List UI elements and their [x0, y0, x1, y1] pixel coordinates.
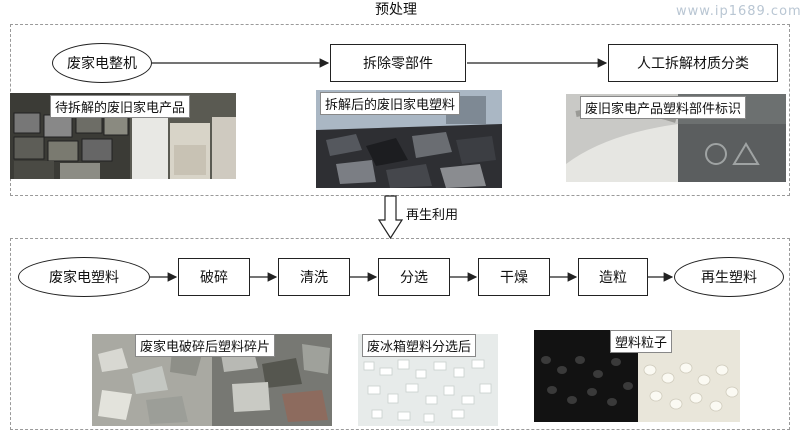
caption-plastic-pellets: 塑料粒子: [610, 330, 673, 353]
recycle-mark-icon: [705, 143, 727, 165]
caption-appliances: 待拆解的废旧家电产品: [50, 95, 191, 118]
node-start-bottom: 废家电塑料: [18, 257, 150, 297]
node-crush: 破碎: [178, 258, 250, 296]
caption-plastic-marking: 废旧家电产品塑料部件标识: [580, 96, 747, 119]
transition-label: 再生利用: [406, 208, 459, 223]
down-arrow-icon: [377, 195, 404, 240]
appliances-image: [10, 93, 236, 179]
node-wash: 清洗: [278, 258, 350, 296]
node-start-top: 废家电整机: [52, 43, 152, 83]
caption-fridge-sorted: 废冰箱塑料分选后: [362, 334, 477, 357]
node-end-bottom: 再生塑料: [674, 257, 784, 297]
photo-appliances: [10, 93, 236, 179]
watermark: www.ip1689.com: [676, 4, 800, 19]
preprocessing-title: 预处理: [375, 2, 417, 18]
node-pelletize: 造粒: [578, 258, 648, 296]
recycling-section: [10, 238, 790, 430]
node-step-dismantle: 拆除零部件: [330, 44, 466, 82]
node-step-sort: 人工拆解材质分类: [608, 44, 778, 82]
node-dry: 干燥: [478, 258, 550, 296]
node-separate: 分选: [378, 258, 450, 296]
caption-crushed-fragments: 废家电破碎后塑料碎片: [135, 334, 276, 357]
caption-dismantled-plastic: 拆解后的废旧家电塑料: [320, 92, 461, 115]
